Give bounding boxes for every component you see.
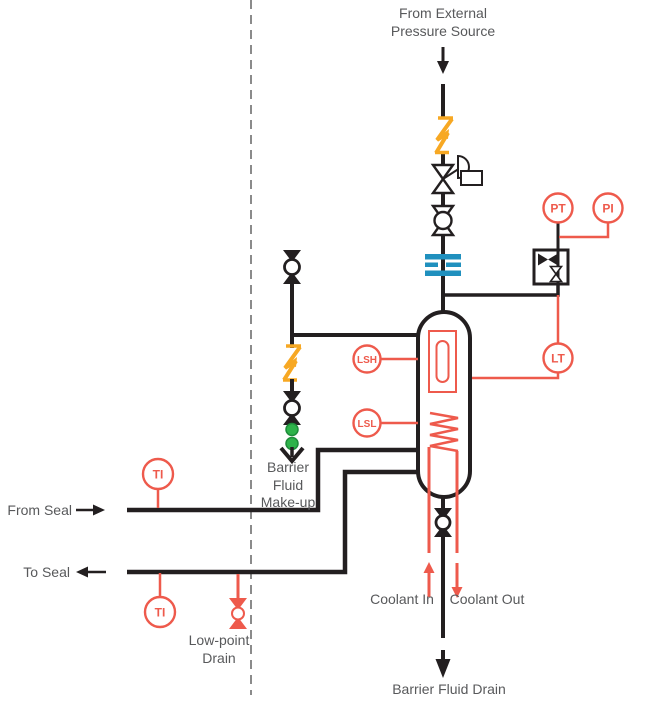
manifold-bleed-valve-top: [548, 265, 564, 276]
lsh-bubble: [352, 344, 382, 374]
ti-from-seal-bubble: [141, 457, 175, 491]
flex-connector-icon-top: [434, 116, 454, 155]
lsl-instrument: LSL: [352, 408, 382, 438]
flow-down-arrow-icon: [437, 61, 449, 74]
flex2-arrowhead: [287, 357, 297, 367]
gauge-valve-manifold: [532, 248, 570, 286]
to-seal-arrow-icon: [76, 566, 88, 578]
coolant-out-arrow-icon: [451, 587, 463, 598]
vessel-shell: [416, 310, 472, 499]
to-seal-pipe: [127, 469, 420, 575]
external-source-label-line1: From External: [399, 5, 487, 21]
pt-bubble: [542, 192, 574, 224]
barrier-makeup-branch: Barrier Fluid Make-up: [261, 250, 420, 510]
lt-label: LT: [551, 352, 565, 366]
makeup-valve1-bottom-triangle: [283, 272, 301, 284]
ti-to-seal-label: TI: [155, 606, 166, 620]
to-seal-label: To Seal: [23, 564, 70, 580]
lt-lower-line: [470, 372, 560, 380]
makeup-open-arrow-icon: [279, 446, 305, 465]
lt-instrument: LT: [470, 295, 574, 380]
coolant-out-label: Coolant Out: [450, 591, 525, 607]
isolation-valve-icon-top: [430, 204, 456, 237]
manifold-box: [532, 248, 570, 286]
low-point-drain: Low-point Drain: [189, 574, 250, 666]
makeup-label-line2: Fluid: [273, 477, 303, 493]
from-seal-label: From Seal: [7, 502, 72, 518]
lsl-label: LSL: [358, 419, 377, 430]
external-pressure-source: From External Pressure Source: [391, 5, 495, 74]
lsh-label: LSH: [357, 355, 377, 366]
pi-label: PI: [602, 202, 613, 216]
flex-connector-icon-makeup: [282, 344, 302, 382]
seal-pot-vessel: [380, 310, 472, 553]
makeup-label-line1: Barrier: [267, 459, 309, 475]
makeup-valve2-bottom-triangle: [283, 413, 301, 425]
level-gauge-glass: [435, 340, 450, 383]
manifold-block-valve-right: [548, 253, 558, 266]
union-dash-right: [446, 262, 461, 267]
drain-valve-bottom-triangle: [229, 617, 247, 629]
pi-signal-line: [559, 223, 610, 239]
flex-arrowhead: [439, 129, 449, 139]
lsh-instrument: LSH: [352, 344, 382, 374]
regulator-actuator-box: [460, 170, 483, 186]
union-dash-left: [425, 262, 438, 267]
coolant-in-arrow-icon: [423, 562, 435, 573]
pressure-regulator-valve-icon: [430, 154, 483, 195]
drain-valve-top-triangle: [229, 598, 247, 610]
from-seal-line-group: From Seal TI: [7, 447, 420, 518]
ti-from-seal-label: TI: [153, 468, 164, 482]
pt-instrument: PT: [542, 192, 574, 224]
lsl-bubble: [352, 408, 382, 438]
valve-globe-circle: [433, 210, 453, 231]
coolant-in-label: Coolant In: [370, 591, 434, 607]
regulator-bottom-triangle: [430, 176, 456, 195]
manifold-block-valve-left: [538, 253, 548, 266]
drain-valve2-circle: [434, 514, 452, 531]
union-bar-top: [425, 254, 461, 260]
makeup-valve1-circle: [283, 258, 301, 276]
pt-label: PT: [550, 202, 566, 216]
cooling-coil-icon: [429, 411, 459, 453]
union-bar-bottom: [425, 270, 461, 276]
low-point-drain-label-line1: Low-point: [189, 632, 250, 648]
pi-bubble: [592, 192, 624, 224]
union-connection-icon: [425, 254, 461, 276]
makeup-valve1-top-triangle: [283, 250, 301, 262]
manifold-bleed-valve-bottom: [548, 272, 564, 283]
to-seal-line-group: To Seal TI: [23, 469, 420, 629]
external-source-label-line2: Pressure Source: [391, 23, 495, 39]
coolant-connections: Coolant In Coolant Out: [370, 562, 524, 607]
quick-coupling-icon-upper: [285, 422, 299, 437]
from-seal-arrow-icon: [93, 504, 105, 516]
drain-arrow-icon: [435, 659, 451, 678]
barrier-fluid-drain-line: Barrier Fluid Drain: [392, 497, 506, 697]
level-gauge-frame: [428, 330, 457, 393]
pi-instrument: PI: [559, 192, 624, 239]
drain-valve2-top-triangle: [434, 508, 452, 520]
drain-valve-circle: [231, 606, 245, 621]
makeup-label-line3: Make-up: [261, 494, 316, 510]
lt-bubble: [542, 342, 574, 374]
drain-valve2-bottom-triangle: [434, 525, 452, 537]
from-seal-pipe: [127, 447, 420, 513]
barrier-fluid-drain-label: Barrier Fluid Drain: [392, 681, 506, 697]
regulator-top-triangle: [430, 163, 456, 182]
low-point-drain-label-line2: Drain: [202, 650, 235, 666]
makeup-valve2-top-triangle: [283, 391, 301, 403]
ti-to-seal-bubble: [143, 595, 177, 629]
makeup-valve2-circle: [283, 399, 301, 417]
